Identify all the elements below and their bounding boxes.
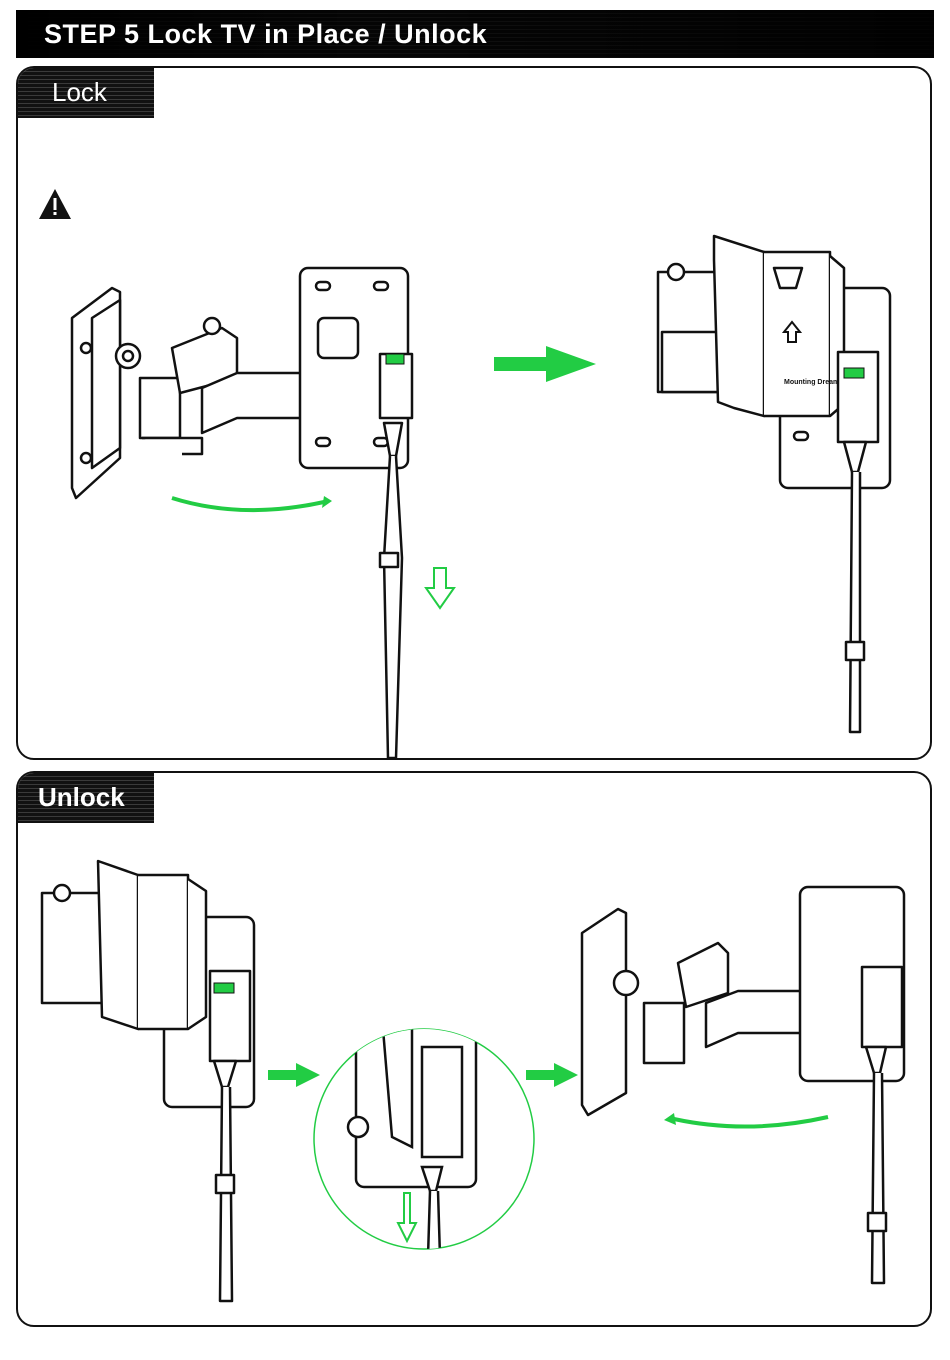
lock-folded-mount-illustration: Mounting Dream: [654, 232, 894, 752]
step-header: STEP 5 Lock TV in Place / Unlock: [16, 10, 934, 58]
arrow-right-icon: [494, 346, 598, 386]
unlock-tab-label: Unlock: [38, 782, 125, 813]
brand-logo-text: Mounting Dream: [784, 379, 839, 386]
lock-tab: Lock: [18, 68, 154, 118]
lock-extended-mount-illustration: [62, 258, 442, 718]
arrow-right-icon: [526, 1063, 580, 1087]
unlock-panel: Unlock: [16, 771, 932, 1327]
unlock-folded-mount-illustration: [38, 857, 278, 1307]
lock-panel: Lock: [16, 66, 932, 760]
step-title: STEP 5 Lock TV in Place / Unlock: [44, 19, 487, 50]
unlock-detail-zoom-illustration: [312, 1027, 536, 1251]
unlock-tab: Unlock: [18, 773, 154, 823]
unlock-extended-mount-illustration: [578, 883, 918, 1283]
warning-icon: [38, 188, 72, 220]
lock-tab-label: Lock: [52, 77, 107, 108]
arrow-down-icon: [426, 568, 454, 608]
